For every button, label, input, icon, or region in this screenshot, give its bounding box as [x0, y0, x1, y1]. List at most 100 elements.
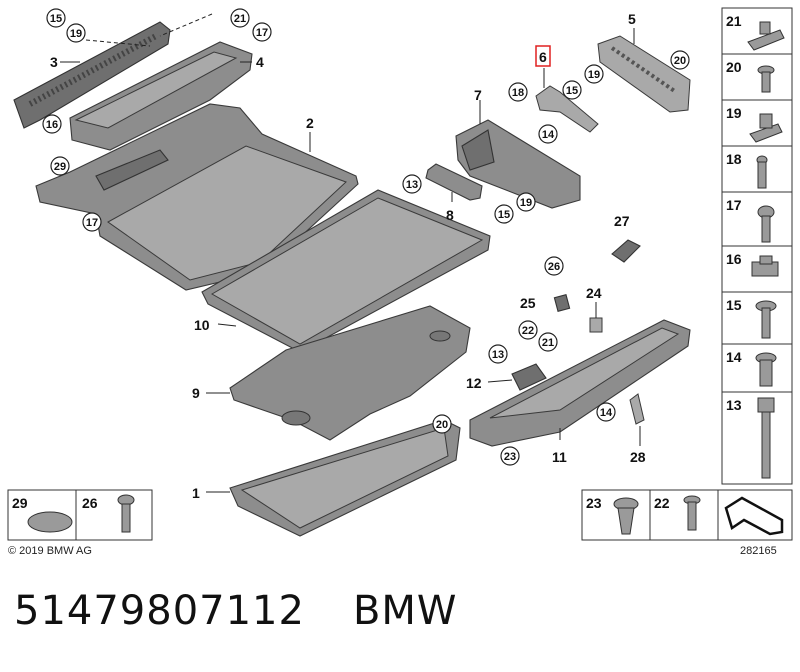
- screw-20-icon: [757, 65, 775, 93]
- svg-text:16: 16: [46, 119, 58, 131]
- leader-lines: [60, 13, 641, 493]
- callout-15c: 15: [494, 204, 514, 224]
- callout-19c: 19: [516, 192, 536, 212]
- callout-29: 29: [50, 156, 70, 176]
- svg-text:20: 20: [674, 55, 686, 67]
- svg-text:17: 17: [86, 217, 98, 229]
- svg-text:20: 20: [726, 59, 742, 75]
- callout-22: 22: [518, 320, 538, 340]
- label-8: 8: [446, 207, 454, 223]
- svg-text:15: 15: [726, 297, 742, 313]
- part-10-floor-panel[interactable]: [201, 189, 491, 353]
- direction-arrow-icon: [724, 496, 784, 536]
- svg-text:15: 15: [50, 13, 62, 25]
- bolt-13-icon: [757, 397, 775, 479]
- brand-name: BMW: [352, 588, 458, 634]
- callout-17: 17: [252, 22, 272, 42]
- callout-20: 20: [670, 50, 690, 70]
- part-11-loading-sill[interactable]: [469, 319, 691, 447]
- diagram-number: 282165: [740, 545, 777, 557]
- svg-text:14: 14: [600, 407, 613, 419]
- clip-29-icon: [27, 511, 73, 533]
- svg-text:19: 19: [588, 69, 600, 81]
- label-1: 1: [192, 485, 200, 501]
- screw-15-icon: [755, 300, 777, 339]
- callout-20b: 20: [432, 414, 452, 434]
- svg-text:21: 21: [542, 337, 554, 349]
- part-1-floor-mat[interactable]: [229, 419, 461, 537]
- svg-text:23: 23: [586, 495, 602, 511]
- label-27: 27: [614, 213, 630, 229]
- svg-text:19: 19: [520, 197, 532, 209]
- hardware-panel-bottom-left: 29 26: [7, 489, 153, 541]
- svg-text:15: 15: [566, 85, 578, 97]
- svg-text:17: 17: [726, 197, 742, 213]
- callout-23: 23: [500, 446, 520, 466]
- svg-text:14: 14: [726, 349, 742, 365]
- svg-text:26: 26: [82, 495, 98, 511]
- svg-text:19: 19: [726, 105, 742, 121]
- screw-26-icon: [117, 494, 135, 533]
- callout-21: 21: [230, 8, 250, 28]
- callout-15: 15: [46, 8, 66, 28]
- label-11: 11: [552, 449, 567, 465]
- part-5-rail[interactable]: [597, 35, 691, 113]
- hardware-panel-bottom-right: 23 22: [581, 489, 793, 541]
- part-24-clip[interactable]: [589, 317, 603, 333]
- callout-21b: 21: [538, 332, 558, 352]
- copyright-text: © 2019 BMW AG: [8, 545, 92, 557]
- svg-text:29: 29: [12, 495, 28, 511]
- label-4: 4: [256, 54, 264, 70]
- clip-nut-21-icon: [747, 21, 785, 51]
- callout-14b: 14: [596, 402, 616, 422]
- svg-text:21: 21: [726, 13, 742, 29]
- label-12: 12: [466, 375, 482, 391]
- label-9: 9: [192, 385, 200, 401]
- label-7: 7: [474, 87, 482, 103]
- svg-text:19: 19: [70, 28, 82, 40]
- svg-text:13: 13: [406, 179, 418, 191]
- callout-19b: 19: [584, 64, 604, 84]
- part-4-side-trim[interactable]: [69, 41, 253, 151]
- part-9-floor-board[interactable]: [229, 305, 471, 441]
- label-6: 6: [539, 49, 547, 65]
- svg-text:18: 18: [726, 151, 742, 167]
- part-12-roller[interactable]: [511, 363, 547, 391]
- svg-text:21: 21: [234, 13, 246, 25]
- part-6-bracket[interactable]: [535, 85, 599, 133]
- svg-text:15: 15: [498, 209, 510, 221]
- part-28-bracket[interactable]: [629, 393, 645, 425]
- callout-26: 26: [544, 256, 564, 276]
- rivet-18-icon: [756, 155, 768, 189]
- part-8-bracket[interactable]: [425, 163, 483, 201]
- hardware-panel-right: 21 20 19 18 17 16 15 14 13: [721, 7, 793, 485]
- svg-text:23: 23: [504, 451, 516, 463]
- screw-17-icon: [757, 205, 775, 243]
- nut-14-icon: [755, 352, 777, 387]
- callouts: 15 19 21 17 3 4 16 2 29 17 5 6 20 19 18 …: [42, 8, 690, 501]
- label-25: 25: [520, 295, 536, 311]
- svg-text:16: 16: [726, 251, 742, 267]
- screw-22-icon: [683, 495, 701, 531]
- part-7-support-panel[interactable]: [455, 119, 581, 209]
- label-5: 5: [628, 11, 636, 27]
- part-25-clip[interactable]: [553, 294, 571, 312]
- svg-text:22: 22: [522, 325, 534, 337]
- part-2-trunk-tub[interactable]: [35, 103, 359, 291]
- callout-14: 14: [538, 124, 558, 144]
- svg-text:29: 29: [54, 161, 66, 173]
- callout-13: 13: [402, 174, 422, 194]
- part-3-cover-strip[interactable]: [13, 21, 171, 129]
- label-2: 2: [306, 115, 314, 131]
- callout-16: 16: [42, 114, 62, 134]
- svg-text:22: 22: [654, 495, 670, 511]
- label-3: 3: [50, 54, 58, 70]
- svg-text:17: 17: [256, 27, 268, 39]
- svg-text:13: 13: [492, 349, 504, 361]
- part-27-clip[interactable]: [611, 239, 641, 263]
- callout-15b: 15: [562, 80, 582, 100]
- clip-16-icon: [751, 255, 779, 277]
- callout-13b: 13: [488, 344, 508, 364]
